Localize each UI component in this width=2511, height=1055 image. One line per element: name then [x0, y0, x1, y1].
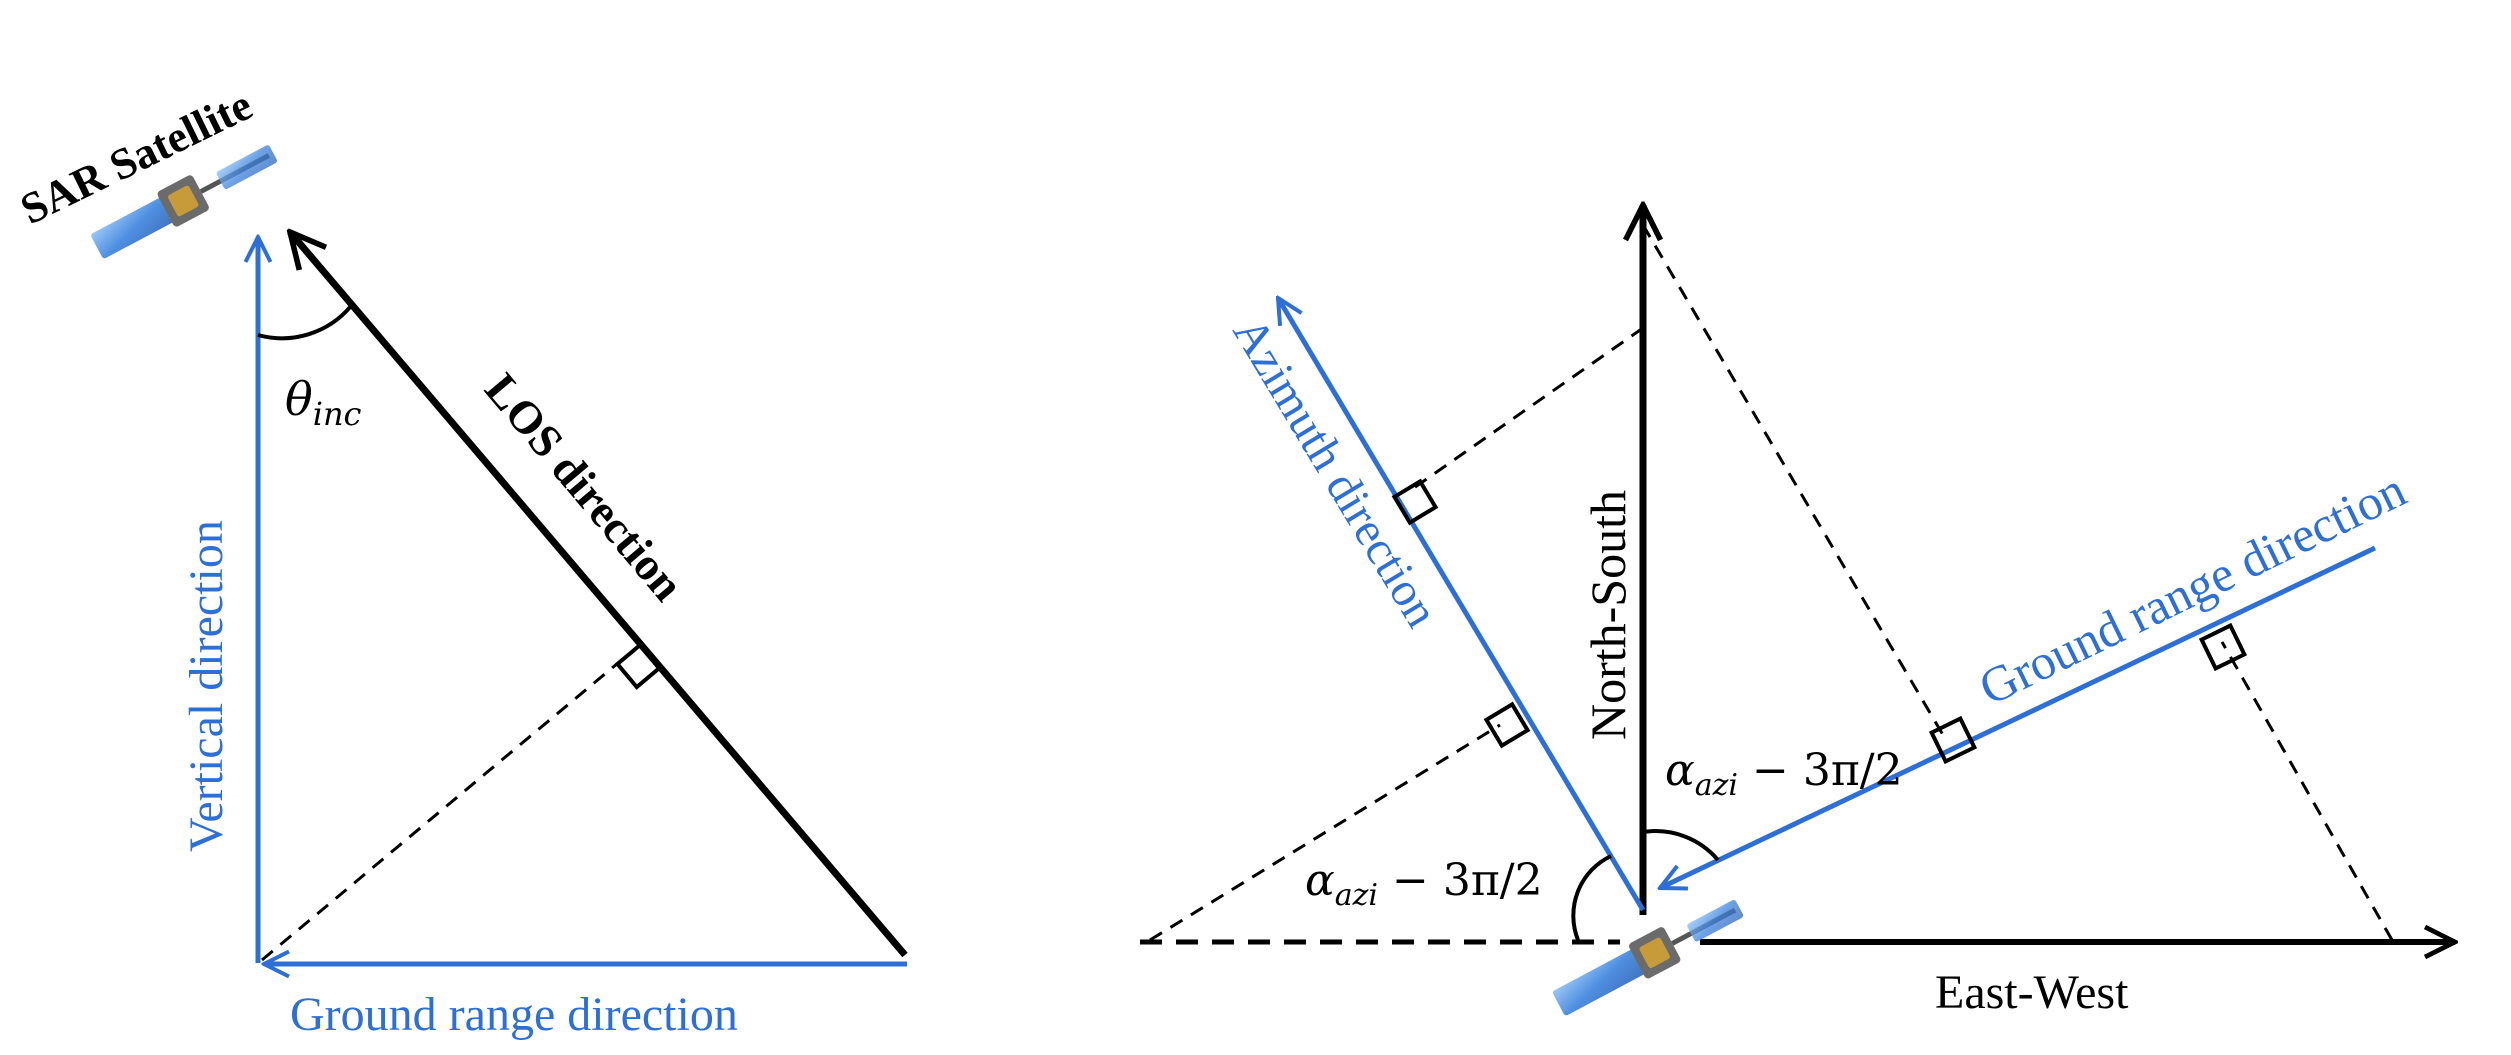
- dashed-ns-to-groundrange: [1641, 224, 1948, 741]
- azimuth-angle-arc-left: [1571, 854, 1612, 941]
- dashed-ew-to-groundrange: [2220, 641, 2394, 941]
- dashed-ew-to-azimuth: [1149, 723, 1501, 942]
- ground-range-arrow-right: [1660, 545, 2377, 888]
- right-angle-marker: [614, 641, 663, 690]
- right-angle-marker: [1483, 701, 1531, 749]
- dashed-ns-to-azimuth: [1407, 326, 1644, 494]
- angle-label-left: αazi − 3π/2: [1305, 855, 1543, 913]
- satellite-icon: [91, 145, 277, 259]
- incidence-angle-arc: [257, 304, 353, 341]
- los-direction-arrow: [290, 232, 908, 958]
- azimuth-angle-arc-right: [1642, 829, 1720, 862]
- ground-range-label-left: Ground range direction: [290, 988, 738, 1041]
- azimuth-direction-arrow: [1278, 298, 1646, 912]
- north-south-label: North-South: [1580, 490, 1636, 740]
- right-angle-marker: [1928, 715, 1978, 765]
- left-panel: SAR Satellite Vertical direction Ground …: [13, 80, 908, 1041]
- angle-label-right: αazi − 3π/2: [1665, 745, 1903, 803]
- incidence-angle-label: θinc: [285, 372, 362, 433]
- perpendicular-dashed-line: [261, 651, 631, 962]
- right-panel: North-South East-West Azimuth direction …: [1140, 205, 2455, 1019]
- right-angle-marker: [2198, 622, 2248, 672]
- east-west-label: East-West: [1935, 966, 2129, 1019]
- ground-range-label-right: Ground range direction: [1970, 461, 2414, 716]
- azimuth-direction-label: Azimuth direction: [1223, 308, 1449, 636]
- vertical-direction-label: Vertical direction: [180, 520, 233, 852]
- right-angle-marker: [1391, 478, 1439, 526]
- satellite-icon: [1552, 899, 1744, 1016]
